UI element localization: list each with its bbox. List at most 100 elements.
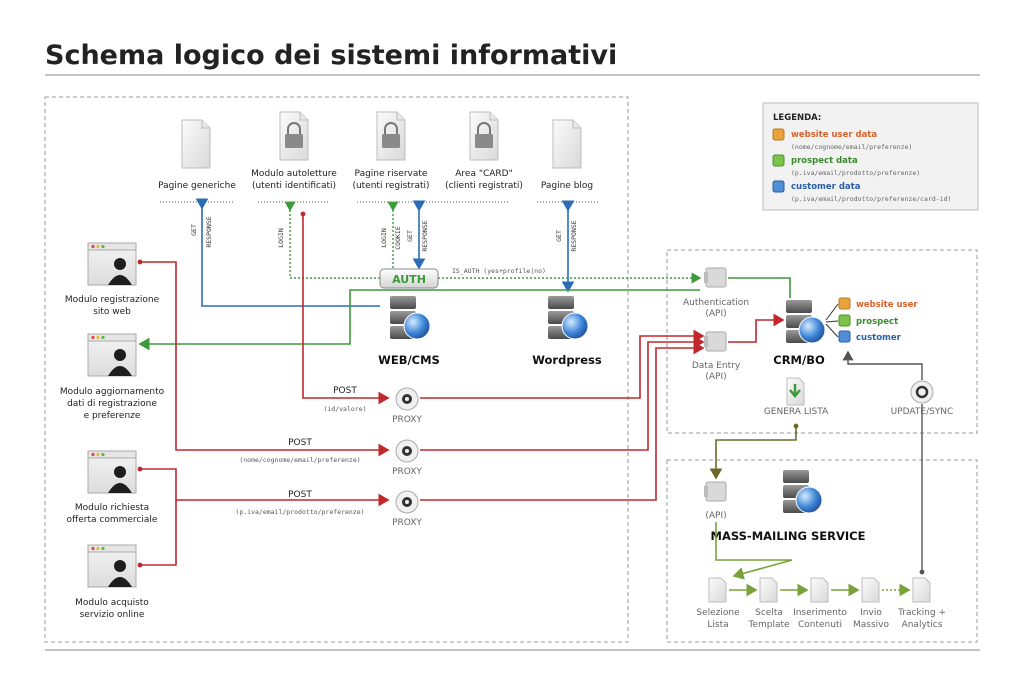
proxy-label-3: PROXY xyxy=(392,518,422,528)
post-label-1: POST xyxy=(333,386,357,396)
crm-link-website-user xyxy=(825,303,839,321)
step-label-tracking-1: Tracking + xyxy=(897,608,946,618)
step-icon-scelta xyxy=(759,577,778,603)
label-form-offerta-1: Modulo richiesta xyxy=(75,503,149,513)
step-icon-invio xyxy=(861,577,880,603)
page-icon-blog xyxy=(552,119,582,169)
post-data-2: (nome/cognome/email/preferenze) xyxy=(239,456,360,464)
flow-label-get-1: GET xyxy=(190,224,198,236)
page-title: Schema logico dei sistemi informativi xyxy=(45,40,617,71)
flow-label-is-auth: IS_AUTH (yes+profile|no) xyxy=(452,267,546,275)
authentication-label-2: (API) xyxy=(705,309,726,319)
step-label-inserimento-1: Inserimento xyxy=(793,608,847,618)
crm-server-icon xyxy=(786,300,826,344)
label-card-1: Area "CARD" xyxy=(455,169,512,179)
legend-item-prospect: prospect data xyxy=(791,156,858,166)
flow-label-login-2: LOGIN xyxy=(380,228,388,248)
crm-swatch-customer xyxy=(838,330,851,343)
step-icon-tracking xyxy=(912,577,931,603)
legend-item-customer: customer data xyxy=(791,182,861,192)
label-form-aggiornamento-2: dati di registrazione xyxy=(67,399,157,409)
flow-proxy3-dataentry xyxy=(420,341,705,501)
proxy-label-1: PROXY xyxy=(392,415,422,425)
label-form-acquisto-1: Modulo acquisto xyxy=(75,598,149,608)
flow-sync-crm xyxy=(842,350,923,380)
flow-authapi-crm xyxy=(728,277,791,298)
lock-icon xyxy=(475,122,493,148)
legend-sub-website-user: (nome/cognome/email/preferenze) xyxy=(791,143,912,151)
flow-label-get-3: GET xyxy=(555,230,563,242)
post-label-3: POST xyxy=(288,490,312,500)
proxy-node-2 xyxy=(395,439,419,463)
crm-type-customer: customer xyxy=(856,333,902,343)
form-icon-aggiornamento xyxy=(87,333,137,377)
label-form-registrazione-1: Modulo registrazione xyxy=(65,295,160,305)
auth-node: AUTH xyxy=(379,268,439,289)
crm-label: CRM/BO xyxy=(773,353,825,367)
crm-link-customer xyxy=(825,323,839,338)
auth-label: AUTH xyxy=(392,273,426,286)
web-area-box xyxy=(44,96,629,643)
mailing-area-box xyxy=(666,459,978,643)
flow-dot-tracking xyxy=(919,569,925,575)
wordpress-label: Wordpress xyxy=(532,353,602,367)
label-form-offerta-2: offerta commerciale xyxy=(67,515,158,525)
flow-auth-aggiornamento xyxy=(138,289,700,351)
label-card-2: (clienti registrati) xyxy=(445,181,523,191)
flow-autoletture-login xyxy=(284,201,380,279)
webcms-label: WEB/CMS xyxy=(378,353,440,367)
user-icon xyxy=(108,258,132,285)
page-icon-autoletture xyxy=(279,111,309,161)
user-icon xyxy=(108,466,132,493)
mailing-server-icon xyxy=(783,470,823,514)
authentication-api-icon xyxy=(704,267,727,288)
proxy-label-2: PROXY xyxy=(392,467,422,477)
flow-label-response-2: RESPONSE xyxy=(421,220,429,251)
crm-type-website-user: website user xyxy=(856,300,918,310)
flow-dot-offerta xyxy=(137,466,143,472)
step-icon-inserimento xyxy=(810,577,829,603)
user-icon xyxy=(108,349,132,376)
step-icon-selezione xyxy=(708,577,727,603)
genera-lista-label: GENERA LISTA xyxy=(764,407,829,417)
step-label-scelta-2: Template xyxy=(747,620,790,630)
crm-area-box xyxy=(666,249,978,434)
genera-lista-icon xyxy=(786,377,805,406)
crm-link-prospect xyxy=(825,320,839,323)
flow-acquisto-proxy xyxy=(140,500,177,566)
label-pagine-blog: Pagine blog xyxy=(541,181,593,191)
lock-icon xyxy=(382,122,400,148)
sync-icon xyxy=(910,380,934,404)
crm-swatch-prospect xyxy=(838,314,851,327)
crm-swatch-website-user xyxy=(838,297,851,310)
label-autoletture-1: Modulo autoletture xyxy=(251,169,337,179)
mass-mailing-label: MASS-MAILING SERVICE xyxy=(711,529,866,543)
flow-proxy1-dataentry xyxy=(420,329,705,399)
gear-icon xyxy=(402,497,412,507)
flow-label-cookie: COOKIE xyxy=(394,226,402,250)
flow-api-selezione xyxy=(715,522,793,580)
gear-icon xyxy=(402,394,412,404)
flow-autoletture-proxy xyxy=(302,214,390,405)
flow-generalista-api xyxy=(709,426,797,480)
flow-generic-webcms xyxy=(195,198,380,307)
authentication-label-1: Authentication xyxy=(683,298,749,308)
dataentry-label-2: (API) xyxy=(705,372,726,382)
label-autoletture-2: (utenti identificati) xyxy=(252,181,336,191)
step-label-invio-1: Invio xyxy=(860,608,882,618)
post-label-2: POST xyxy=(288,438,312,448)
step-label-inserimento-2: Contenuti xyxy=(798,620,842,630)
label-form-registrazione-2: sito web xyxy=(93,307,131,317)
flow-dataentry-crm xyxy=(728,313,785,343)
form-icon-offerta xyxy=(87,450,137,494)
flow-dot-acquisto xyxy=(137,562,143,568)
legend: LEGENDA: website user data (nome/cognome… xyxy=(762,102,979,211)
label-riservate-1: Pagine riservate xyxy=(355,169,428,179)
flow-label-response-3: RESPONSE xyxy=(570,220,578,251)
wordpress-server-icon xyxy=(548,296,589,340)
label-form-aggiornamento-1: Modulo aggiornamento xyxy=(60,387,165,397)
dataentry-label-1: Data Entry xyxy=(692,361,741,371)
flow-offerta-proxy xyxy=(140,468,390,507)
flow-label-response-1: RESPONSE xyxy=(205,216,213,247)
